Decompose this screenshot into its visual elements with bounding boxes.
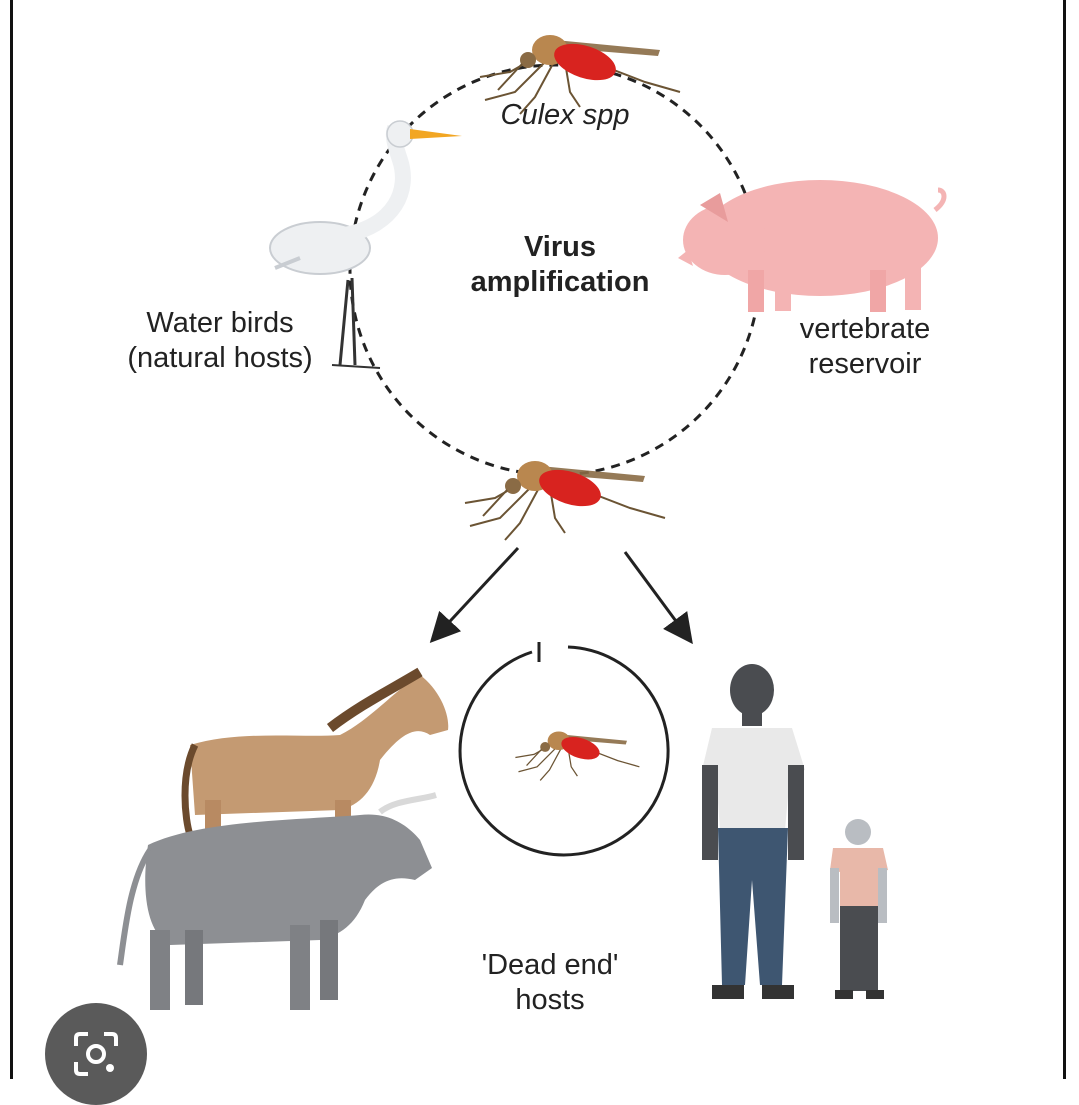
pig-icon <box>678 180 947 312</box>
left-border <box>10 0 13 1079</box>
vector-label: Culex spp <box>500 99 630 131</box>
bull-icon <box>117 792 437 1010</box>
natural-hosts-label: Water birds (natural hosts) <box>127 307 313 374</box>
transmission-cycle-diagram <box>117 34 947 1010</box>
horse-icon <box>181 667 449 837</box>
lens-search-button[interactable] <box>45 1003 147 1105</box>
mosquito-icon <box>464 460 666 541</box>
arrow-to-humans <box>623 551 693 645</box>
dead-end-hosts-label: 'Dead end' hosts <box>481 949 619 1016</box>
dead-end-blocked-cycle <box>458 642 670 857</box>
arrow-to-animals <box>429 546 520 643</box>
egret-icon <box>269 120 462 369</box>
cycle-center-label: Virus amplification <box>470 231 650 298</box>
reservoir-label: vertebrate reservoir <box>799 313 931 380</box>
diagram-frame: Culex spp Virus amplification Water bird… <box>10 0 1066 1105</box>
man-icon <box>702 664 805 999</box>
right-border <box>1063 0 1066 1079</box>
lens-search-icon <box>74 1032 118 1076</box>
mosquito-icon <box>514 730 641 782</box>
child-icon <box>830 819 888 999</box>
